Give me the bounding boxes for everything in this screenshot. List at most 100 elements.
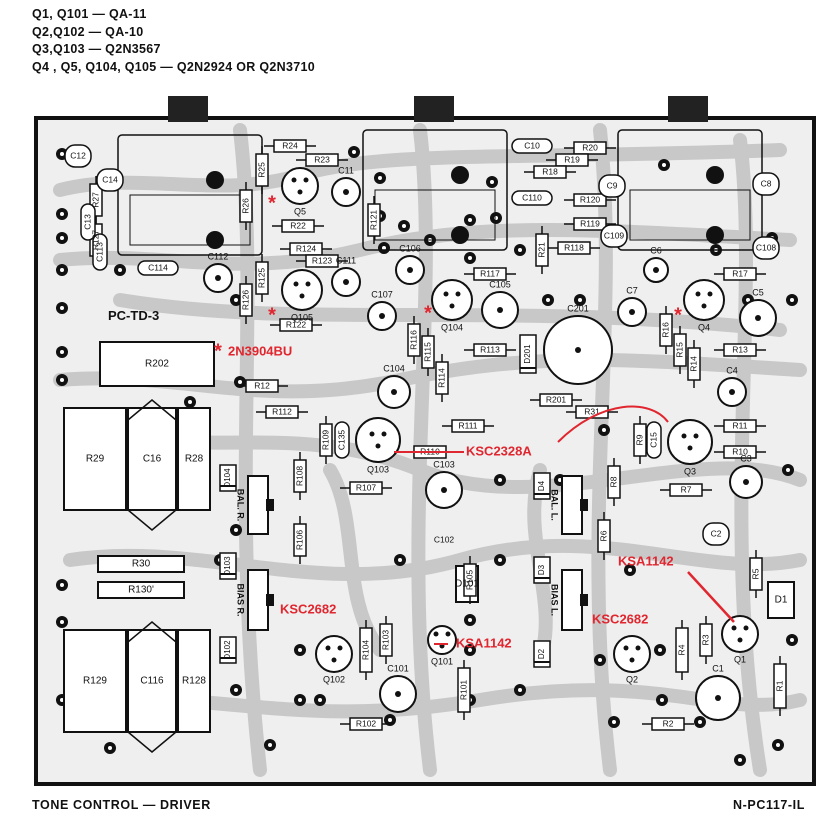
potentiometer-body bbox=[629, 189, 751, 241]
transistor-pin bbox=[629, 657, 635, 663]
pad-hole bbox=[790, 638, 794, 642]
resistor-label: R11 bbox=[733, 420, 748, 430]
transistor-pin bbox=[445, 631, 451, 637]
resistor-body bbox=[699, 623, 713, 657]
resistor-label: R116 bbox=[408, 330, 418, 350]
resistor-label: R122 bbox=[286, 319, 307, 329]
resistor-label: R4 bbox=[676, 644, 686, 655]
capacitor-label: C106 bbox=[399, 243, 421, 253]
transistor-label: Q101 bbox=[431, 656, 453, 666]
diode-body bbox=[533, 472, 551, 500]
capacitor-pad bbox=[215, 275, 221, 281]
resistor-body bbox=[239, 189, 253, 223]
transistor-label: Q3 bbox=[684, 466, 696, 476]
capacitor-body bbox=[600, 224, 628, 248]
resistor-body bbox=[535, 233, 549, 267]
capacitor-label: C103 bbox=[433, 459, 455, 469]
transistor-body bbox=[281, 269, 323, 311]
pad-hole bbox=[234, 688, 238, 692]
transistor-pin bbox=[305, 281, 311, 287]
capacitor-pad bbox=[441, 487, 447, 493]
resistor-body bbox=[749, 557, 763, 591]
red-asterisk-marker: * bbox=[214, 340, 222, 362]
resistor-body bbox=[669, 483, 703, 497]
capacitor-pad bbox=[407, 267, 413, 273]
capacitor-pad bbox=[653, 267, 659, 273]
resistor-body bbox=[349, 717, 383, 731]
resistor-body bbox=[293, 459, 307, 493]
resistor-label: R101 bbox=[458, 680, 468, 701]
note-line: Q4 , Q5, Q104, Q105 — Q2N2924 OR Q2N3710 bbox=[32, 59, 315, 74]
capacitor-label: C14 bbox=[102, 174, 118, 184]
resistor-label: R16 bbox=[660, 322, 670, 338]
capacitor-label: C13 bbox=[82, 214, 92, 230]
component-label: D101 bbox=[455, 579, 479, 590]
resistor-body bbox=[633, 423, 647, 457]
pad-hole bbox=[234, 528, 238, 532]
transistor-pin bbox=[695, 291, 701, 297]
footer-part-number: N-PC117-IL bbox=[733, 798, 805, 812]
resistor-label: R14 bbox=[688, 356, 698, 372]
resistor-body bbox=[407, 323, 421, 357]
trimmer-pot bbox=[561, 569, 583, 631]
transistor-pin bbox=[369, 431, 375, 437]
pad-hole bbox=[518, 688, 522, 692]
component-label: R128 bbox=[182, 676, 206, 687]
pad-hole bbox=[352, 150, 356, 154]
resistor-label: R123 bbox=[312, 255, 333, 265]
pad-hole bbox=[388, 718, 392, 722]
pad-hole bbox=[60, 236, 64, 240]
pad-hole bbox=[382, 246, 386, 250]
resistor-body bbox=[349, 481, 383, 495]
pad-hole bbox=[546, 298, 550, 302]
part-replacement-annotation: KSA1142 bbox=[618, 553, 674, 568]
part-replacement-annotation: KSC2682 bbox=[592, 611, 648, 626]
trimmer-label: BIAS L. bbox=[550, 584, 560, 616]
trace bbox=[63, 538, 807, 581]
trimmer-pot bbox=[561, 475, 583, 535]
pad-hole bbox=[188, 400, 192, 404]
resistor-label: R120 bbox=[580, 194, 601, 204]
resistor-label: R102 bbox=[356, 718, 377, 728]
resistor-label: R115 bbox=[422, 342, 432, 362]
resistor-label: R24 bbox=[282, 140, 298, 150]
transistor-body bbox=[667, 419, 713, 465]
transistor-body bbox=[427, 625, 457, 655]
annotation-leader-line bbox=[687, 571, 735, 623]
capacitor-body bbox=[752, 172, 780, 196]
diode-label: D104 bbox=[223, 468, 232, 488]
resistor-body bbox=[573, 217, 607, 231]
diode-body bbox=[219, 464, 237, 492]
input-jack-top bbox=[414, 96, 454, 122]
resistor-body bbox=[651, 717, 685, 731]
pad-hole bbox=[602, 428, 606, 432]
resistor-label: R117 bbox=[480, 268, 500, 278]
resistor-label: R6 bbox=[598, 530, 608, 541]
resistor-body bbox=[463, 563, 477, 597]
capacitor-pad bbox=[755, 315, 761, 321]
resistor-body bbox=[723, 343, 757, 357]
resistor-label: R8 bbox=[608, 476, 618, 487]
capacitor-pad bbox=[743, 479, 749, 485]
capacitor-pad bbox=[395, 691, 401, 697]
pad-hole bbox=[468, 256, 472, 260]
transistor-pin bbox=[297, 189, 303, 195]
resistor-body bbox=[255, 153, 269, 187]
part-replacement-annotation: KSA1142 bbox=[456, 635, 512, 650]
resistor-body bbox=[367, 203, 381, 237]
pad-hole bbox=[298, 648, 302, 652]
transistor-pin bbox=[693, 433, 699, 439]
resistor-label: R22 bbox=[290, 220, 306, 230]
resistor-body bbox=[533, 165, 567, 179]
capacitor-body bbox=[334, 421, 350, 459]
resistor-body bbox=[723, 445, 757, 459]
resistor-body bbox=[319, 423, 333, 457]
component-box bbox=[177, 629, 211, 733]
resistor-body bbox=[245, 379, 279, 393]
transistor-body bbox=[613, 635, 651, 673]
capacitor-hex-outline bbox=[127, 399, 177, 531]
capacitor-pad bbox=[343, 279, 349, 285]
transistor-pin bbox=[707, 291, 713, 297]
